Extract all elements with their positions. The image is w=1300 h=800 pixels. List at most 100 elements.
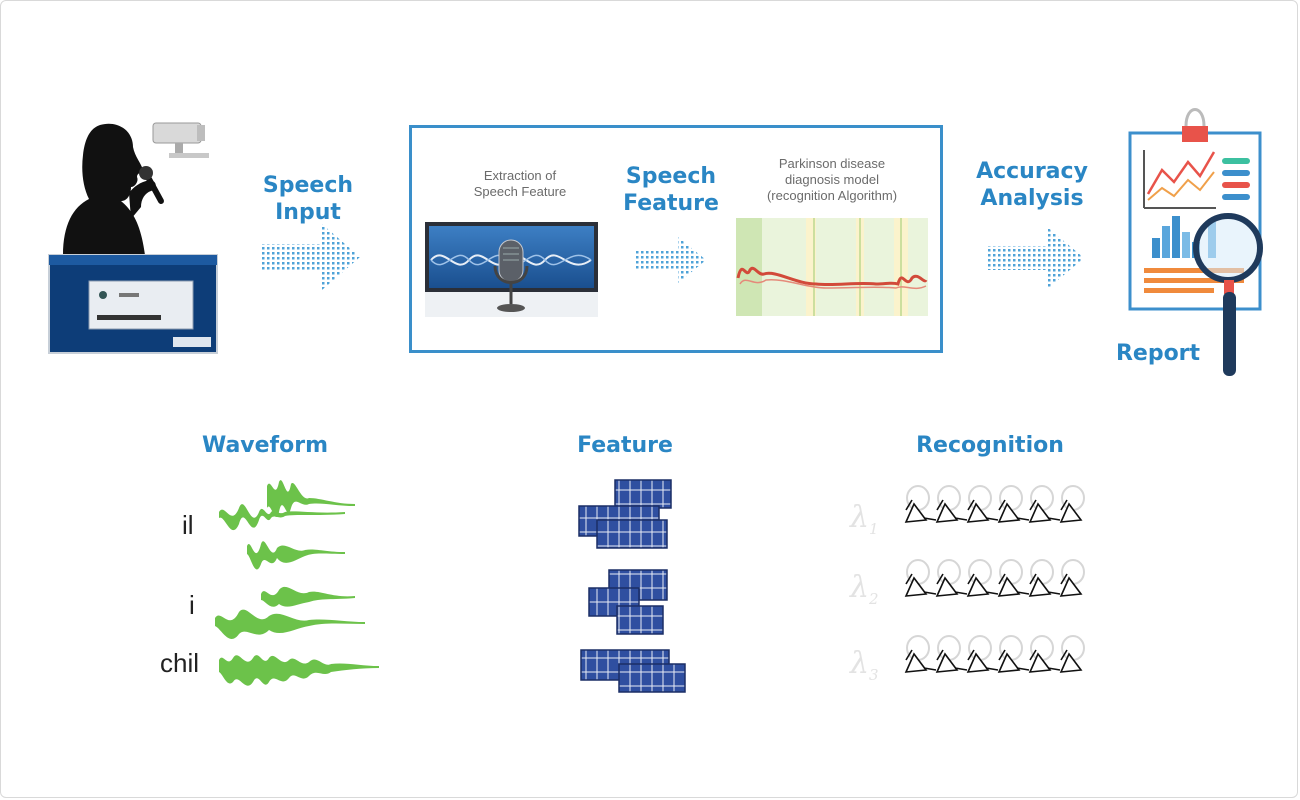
self-loop <box>937 635 961 661</box>
feature-group-3 <box>580 649 686 693</box>
transition-arrow <box>954 517 968 521</box>
state-node <box>1059 652 1083 673</box>
state-stem <box>936 499 944 511</box>
transition-arrow <box>985 591 999 595</box>
hmm-chain-1 <box>904 485 1085 523</box>
transition-arrow <box>985 667 999 671</box>
word-label-i: i <box>189 590 195 620</box>
feature-heading: Feature <box>577 433 673 458</box>
lambda-1: λ1 <box>850 500 879 538</box>
camera-icon <box>152 122 209 158</box>
arrow-accuracy <box>988 226 1084 290</box>
state-node <box>997 502 1021 523</box>
arrow-speech-feature <box>636 237 706 283</box>
state-stem <box>936 649 944 661</box>
transition-arrow <box>1016 667 1030 671</box>
self-loop <box>937 485 961 511</box>
self-loop <box>968 559 992 585</box>
state-node <box>935 576 959 597</box>
state-node <box>935 652 959 673</box>
microphone-icon <box>139 166 164 204</box>
transition-arrow <box>1047 667 1061 671</box>
transition-arrow <box>1047 517 1061 521</box>
state-stem <box>967 499 975 511</box>
self-loop <box>1061 559 1085 585</box>
state-node <box>1028 576 1052 597</box>
self-loop <box>968 485 992 511</box>
self-loop <box>1030 635 1054 661</box>
state-stem <box>998 573 1006 585</box>
model-label: Parkinson disease diagnosis model (recog… <box>732 156 932 204</box>
state-node <box>935 502 959 523</box>
word-label-chil: chil <box>160 648 200 678</box>
self-loop <box>906 559 930 585</box>
state-stem <box>967 573 975 585</box>
state-node <box>966 502 990 523</box>
self-loop <box>1030 559 1054 585</box>
accuracy-analysis-label: Accuracy Analysis <box>966 158 1098 212</box>
monitor-icon <box>48 254 218 354</box>
state-stem <box>1060 573 1068 585</box>
transition-arrow <box>923 517 937 521</box>
self-loop <box>1030 485 1054 511</box>
transition-arrow <box>1047 591 1061 595</box>
state-stem <box>905 649 913 661</box>
self-loop <box>1061 635 1085 661</box>
state-node <box>1028 502 1052 523</box>
state-stem <box>936 573 944 585</box>
recognition-models <box>904 485 1085 673</box>
feature-group-2 <box>588 569 668 635</box>
model-line-3: (recognition Algorithm) <box>766 188 898 203</box>
waveform-chil <box>219 655 379 686</box>
lambda-3: λ3 <box>850 646 879 684</box>
state-stem <box>1029 649 1037 661</box>
transition-arrow <box>954 667 968 671</box>
state-stem <box>905 573 913 585</box>
extraction-line-1: Extraction of <box>483 168 557 183</box>
waveform-il <box>219 480 355 570</box>
self-loop <box>906 485 930 511</box>
report-illustration <box>1128 108 1263 376</box>
self-loop <box>999 485 1023 511</box>
transition-arrow <box>1016 517 1030 521</box>
speech-feature-line-2: Feature <box>623 191 719 216</box>
state-node <box>1059 576 1083 597</box>
lambda-2: λ2 <box>850 570 879 608</box>
state-stem <box>998 499 1006 511</box>
speech-feature-screen <box>425 222 598 317</box>
state-stem <box>967 649 975 661</box>
report-label: Report <box>1115 341 1201 366</box>
state-stem <box>1029 499 1037 511</box>
state-stem <box>1060 499 1068 511</box>
state-stem <box>905 499 913 511</box>
state-node <box>1059 502 1083 523</box>
magnifier-icon <box>1193 213 1263 376</box>
speaker-illustration <box>48 122 218 354</box>
speech-feature-line-1: Speech <box>625 164 717 189</box>
waveform-heading: Waveform <box>201 433 329 458</box>
feature-group-1 <box>578 479 672 549</box>
recognition-heading: Recognition <box>916 433 1064 458</box>
model-line-2: diagnosis model <box>785 172 879 187</box>
speech-feature-label: Speech Feature <box>612 163 730 217</box>
hmm-chain-2 <box>904 559 1085 597</box>
speaker-silhouette <box>63 123 156 255</box>
speech-input-label: Speech Input <box>262 173 354 225</box>
word-label-il: il <box>182 510 194 540</box>
transition-arrow <box>923 591 937 595</box>
state-stem <box>998 649 1006 661</box>
state-node <box>997 576 1021 597</box>
state-stem <box>1060 649 1068 661</box>
waveform-i <box>215 586 365 639</box>
self-loop <box>999 559 1023 585</box>
self-loop <box>1061 485 1085 511</box>
transition-arrow <box>985 517 999 521</box>
extraction-line-2: Speech Feature <box>473 184 567 199</box>
self-loop <box>906 635 930 661</box>
waveform-plots <box>215 480 379 686</box>
transition-arrow <box>923 667 937 671</box>
state-node <box>966 652 990 673</box>
accuracy-line-1: Accuracy <box>976 159 1088 184</box>
state-node <box>997 652 1021 673</box>
